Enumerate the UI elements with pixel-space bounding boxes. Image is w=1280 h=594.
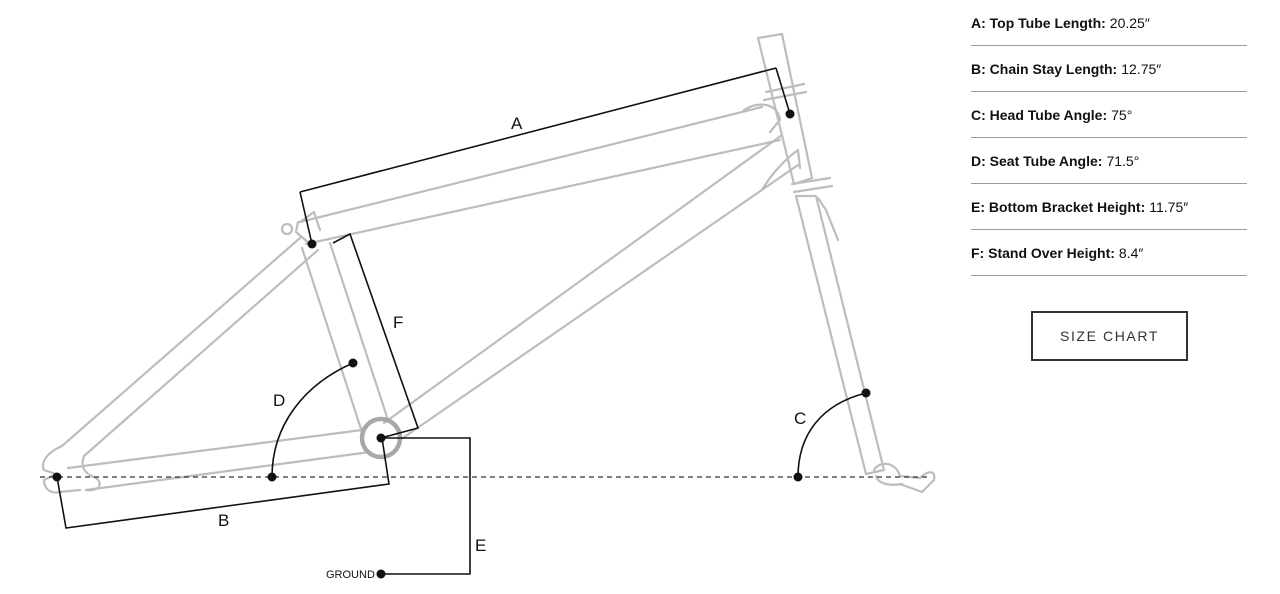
spec-key: E: Bottom Bracket Height:	[971, 198, 1146, 215]
rear-dropout	[41, 444, 101, 494]
head-tube	[756, 32, 814, 186]
dimension-f: F	[332, 232, 420, 439]
dimension-c: C	[793, 388, 871, 482]
spec-row-chain-stay-length: B: Chain Stay Length: 12.75″	[971, 46, 1247, 92]
seat-stay	[60, 236, 320, 458]
seat-clamp	[294, 210, 322, 246]
dimension-e-label: E	[475, 536, 486, 555]
seat-binder-bolt	[280, 222, 294, 236]
spec-key: D: Seat Tube Angle:	[971, 152, 1103, 169]
spec-key: A: Top Tube Length:	[971, 14, 1106, 31]
spec-value: 71.5°	[1106, 152, 1140, 169]
seat-tube	[300, 241, 390, 434]
top-tube	[298, 105, 782, 246]
chain-stay	[66, 428, 372, 492]
fork	[794, 194, 886, 476]
dimension-c-label: C	[794, 409, 806, 428]
spec-value: 11.75″	[1149, 198, 1189, 215]
spec-key: C: Head Tube Angle:	[971, 106, 1108, 123]
headset-bottom	[790, 176, 834, 194]
spec-key: B: Chain Stay Length:	[971, 60, 1118, 77]
dimension-f-label: F	[393, 313, 403, 332]
front-dropout	[872, 462, 936, 494]
dimension-d-label: D	[273, 391, 285, 410]
dimension-e: E GROUND	[326, 437, 486, 581]
size-chart-button[interactable]: SIZE CHART	[1031, 311, 1188, 361]
geometry-spec-list: A: Top Tube Length: 20.25″ B: Chain Stay…	[971, 0, 1247, 276]
ground-label: GROUND	[326, 569, 375, 581]
dimension-a-label: A	[511, 114, 523, 133]
spec-row-head-tube-angle: C: Head Tube Angle: 75°	[971, 92, 1247, 138]
spec-row-top-tube-length: A: Top Tube Length: 20.25″	[971, 0, 1247, 46]
dimension-d: D	[267, 358, 358, 482]
spec-row-seat-tube-angle: D: Seat Tube Angle: 71.5°	[971, 138, 1247, 184]
fork-crown	[816, 196, 840, 242]
spec-value: 12.75″	[1121, 60, 1162, 77]
dimension-b-label: B	[218, 511, 229, 530]
head-gussets	[742, 103, 802, 192]
dimension-a: A	[299, 67, 795, 249]
spec-value: 8.4″	[1118, 244, 1144, 261]
spec-key: F: Stand Over Height:	[971, 244, 1115, 261]
spec-value: 75°	[1111, 106, 1133, 123]
down-tube	[382, 133, 800, 442]
spec-value: 20.25″	[1109, 14, 1150, 31]
spec-row-bottom-bracket-height: E: Bottom Bracket Height: 11.75″	[971, 184, 1247, 230]
spec-row-stand-over-height: F: Stand Over Height: 8.4″	[971, 230, 1247, 276]
bike-frame-geometry-diagram: A F D B E GROUND C	[40, 32, 936, 581]
